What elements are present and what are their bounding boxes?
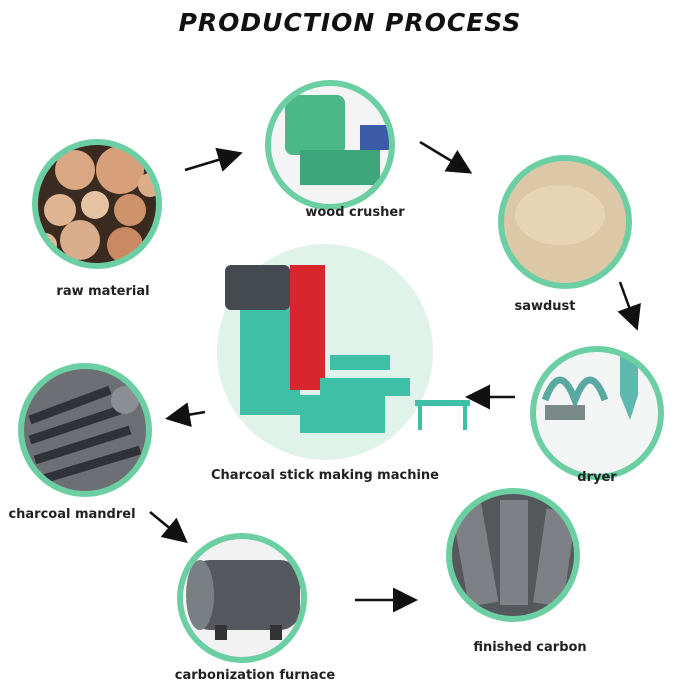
label-charcoal-mandrel: charcoal mandrel (8, 507, 136, 522)
label-sawdust: sawdust (514, 299, 576, 314)
wood-crusher-image (265, 80, 395, 210)
arrow-sawdust-to-dryer (617, 281, 641, 331)
label-carbonization-furnace: carbonization furnace (174, 668, 336, 683)
label-wood-crusher: wood crusher (305, 205, 405, 220)
dryer-image (530, 346, 664, 480)
label-dryer: dryer (577, 470, 617, 485)
arrow-machine-to-mandrel (165, 402, 206, 427)
sawdust-image (498, 155, 632, 289)
carbonization-furnace-image (177, 533, 307, 663)
finished-carbon-image (446, 488, 580, 622)
label-raw-material: raw material (56, 284, 150, 299)
charcoal-mandrel-image (18, 363, 152, 497)
page-title: PRODUCTION PROCESS (178, 8, 522, 37)
raw-material-image (32, 139, 162, 269)
charcoal-stick-machine-image (217, 244, 470, 460)
arrow-crusher-to-sawdust (419, 140, 473, 174)
label-finished-carbon: finished carbon (473, 640, 587, 655)
arrow-mandrel-to-furnace (149, 511, 188, 544)
arrow-raw-to-crusher (184, 147, 243, 172)
label-machine: Charcoal stick making machine (211, 468, 439, 483)
